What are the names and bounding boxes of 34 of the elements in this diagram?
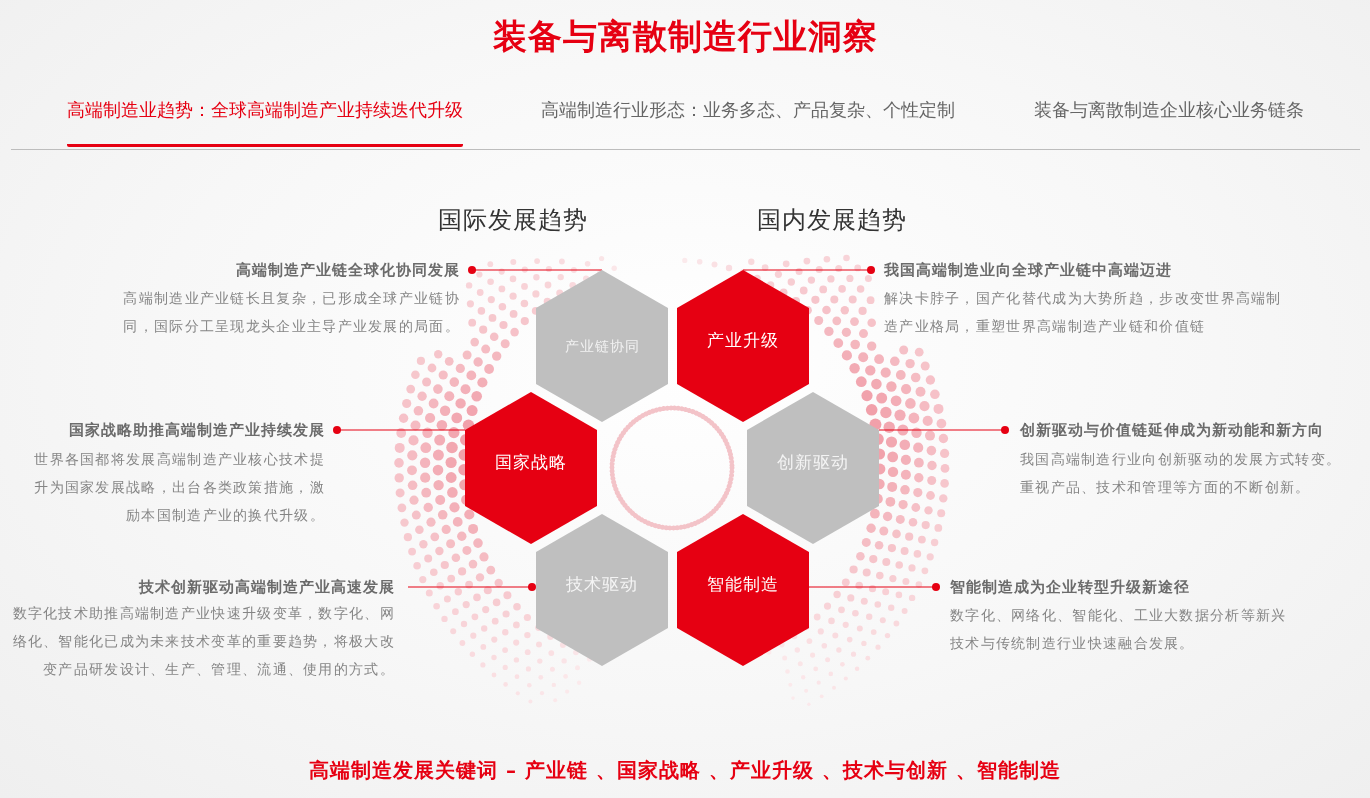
heading: 技术创新驱动高端制造产业高速发展 — [139, 577, 395, 598]
heading: 创新驱动与价值链延伸成为新动能和新方向 — [1020, 420, 1324, 441]
paragraph: 数字化技术助推高端制造产业快速升级变革，数字化、网络化、智能化已成为未来技术变革的重要趋势，将极大改变产品研发设计、生产、管理、流通、使用的方式。 — [11, 604, 395, 679]
section-heading: 国际发展趋势 — [438, 205, 588, 236]
paragraph: 高端制造业产业链长且复杂，已形成全球产业链协同，国际分工呈现龙头企业主导产业发展的局面。 — [122, 289, 460, 336]
hexagon-label: 国家战略 — [495, 451, 567, 473]
leader-line — [333, 426, 466, 434]
hexagon — [677, 270, 809, 422]
tab: 高端制造业趋势：全球高端制造产业持续迭代升级 — [67, 98, 463, 147]
hexagon-label: 产业升级 — [707, 329, 779, 351]
leader-line — [407, 583, 536, 591]
hexagon — [747, 392, 879, 544]
paragraph: 世界各国都将发展高端制造产业核心技术提升为国家发展战略，出台各类政策措施，激励本国制造产业的换代升级。 — [33, 450, 325, 525]
title: 装备与离散制造行业洞察 — [492, 15, 878, 58]
hexagon — [677, 514, 809, 666]
tab-label: 装备与离散制造企业核心业务链条 — [1034, 98, 1304, 122]
heading: 国家战略助推高端制造产业持续发展 — [69, 420, 325, 441]
leader-line — [878, 426, 1009, 434]
leader-line — [808, 583, 940, 591]
hexagon — [536, 514, 668, 666]
hexagon — [465, 392, 597, 544]
leader-line — [468, 266, 603, 274]
paragraph: 我国高端制造行业向创新驱动的发展方式转变。重视产品、技术和管理等方面的不断创新。 — [1020, 450, 1343, 497]
heading: 高端制造产业链全球化协同发展 — [236, 260, 460, 281]
paragraph: 解决卡脖子，国产化替代成为大势所趋，步改变世界高端制造产业格局，重塑世界高端制造产业链和价值链 — [884, 289, 1283, 336]
footer-text: 高端制造发展关键词 – 产业链 、国家战略 、产业升级 、技术与创新 、智能制造 — [309, 757, 1061, 784]
leader-line — [742, 266, 875, 274]
hexagon-label: 智能制造 — [707, 573, 779, 595]
heading: 智能制造成为企业转型升级新途径 — [950, 577, 1190, 598]
heading: 我国高端制造业向全球产业链中高端迈进 — [884, 260, 1172, 281]
paragraph: 数字化、网络化、智能化、工业大数据分析等新兴技术与传统制造行业快速融合发展。 — [950, 606, 1288, 653]
hexagon — [536, 270, 668, 422]
section-heading: 国内发展趋势 — [757, 205, 907, 236]
tab-label: 高端制造行业形态：业务多态、产品复杂、个性定制 — [541, 98, 955, 122]
